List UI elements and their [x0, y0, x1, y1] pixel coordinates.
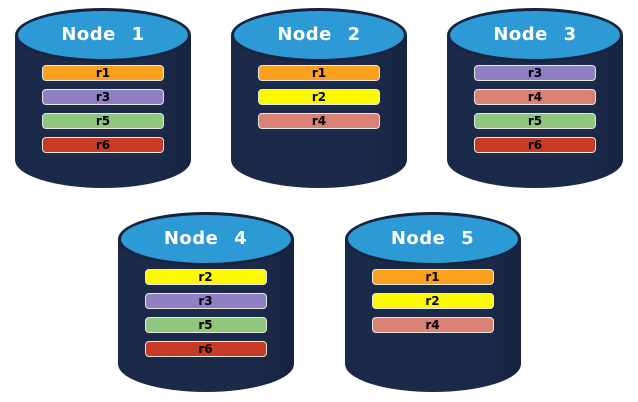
replica-label: r4 [527, 90, 543, 104]
replica-bar-list: r3 r4 r5 r6 [474, 65, 596, 153]
replica-bar-list: r2 r3 r5 r6 [144, 269, 267, 357]
replica-bar: r6 [474, 137, 596, 153]
replica-label: r2 [425, 294, 440, 308]
replica-bar: r2 [371, 293, 494, 309]
replica-label: r2 [198, 270, 213, 284]
node-row-bottom: Node 4 r2 r3 r5 r6 Node 5 r1 r2 r4 [0, 188, 638, 392]
cylinder-top: Node 1 [15, 8, 191, 62]
replica-label: r5 [527, 114, 543, 128]
replica-label: r1 [311, 66, 327, 80]
node-title: Node 2 [277, 23, 361, 45]
replica-label: r6 [198, 342, 213, 356]
replica-bar: r5 [474, 113, 596, 129]
replica-bar: r6 [144, 341, 267, 357]
replica-bar: r3 [144, 293, 267, 309]
replica-bar: r6 [42, 137, 164, 153]
cylinder-top: Node 5 [344, 212, 521, 266]
replica-label: r1 [95, 66, 111, 80]
replica-label: r2 [311, 90, 327, 104]
replica-label: r3 [527, 66, 543, 80]
replica-label: r4 [311, 114, 327, 128]
node-title: Node 4 [163, 227, 248, 249]
cylinder-top: Node 3 [447, 8, 623, 62]
replica-label: r1 [425, 270, 440, 284]
replica-bar: r2 [258, 89, 380, 105]
cylinder-top: Node 4 [117, 212, 294, 266]
database-node: Node 1 r1 r3 r5 r6 [15, 8, 191, 188]
database-node: Node 4 r2 r3 r5 r6 [117, 212, 294, 392]
replica-bar: r5 [144, 317, 267, 333]
replica-label: r6 [527, 138, 543, 152]
replica-bar: r1 [42, 65, 164, 81]
replica-label: r5 [95, 114, 111, 128]
replica-label: r5 [198, 318, 213, 332]
replica-bar-list: r1 r2 r4 [258, 65, 380, 129]
replica-label: r6 [95, 138, 111, 152]
replica-bar: r1 [371, 269, 494, 285]
cylinder-top: Node 2 [231, 8, 407, 62]
database-node: Node 2 r1 r2 r4 [231, 8, 407, 188]
replica-bar: r2 [144, 269, 267, 285]
replica-bar: r1 [258, 65, 380, 81]
replica-bar: r5 [42, 113, 164, 129]
replica-label: r3 [198, 294, 213, 308]
replica-bar: r4 [474, 89, 596, 105]
node-title: Node 3 [493, 23, 577, 45]
replica-label: r4 [425, 318, 440, 332]
replica-bar: r3 [474, 65, 596, 81]
node-title: Node 1 [61, 23, 145, 45]
replica-bar-list: r1 r3 r5 r6 [42, 65, 164, 153]
node-title: Node 5 [390, 227, 475, 249]
replica-bar: r4 [371, 317, 494, 333]
replica-bar-list: r1 r2 r4 [371, 269, 494, 333]
replica-label: r3 [95, 90, 111, 104]
database-node: Node 3 r3 r4 r5 r6 [447, 8, 623, 188]
database-node: Node 5 r1 r2 r4 [344, 212, 521, 392]
replica-bar: r4 [258, 113, 380, 129]
replica-bar: r3 [42, 89, 164, 105]
